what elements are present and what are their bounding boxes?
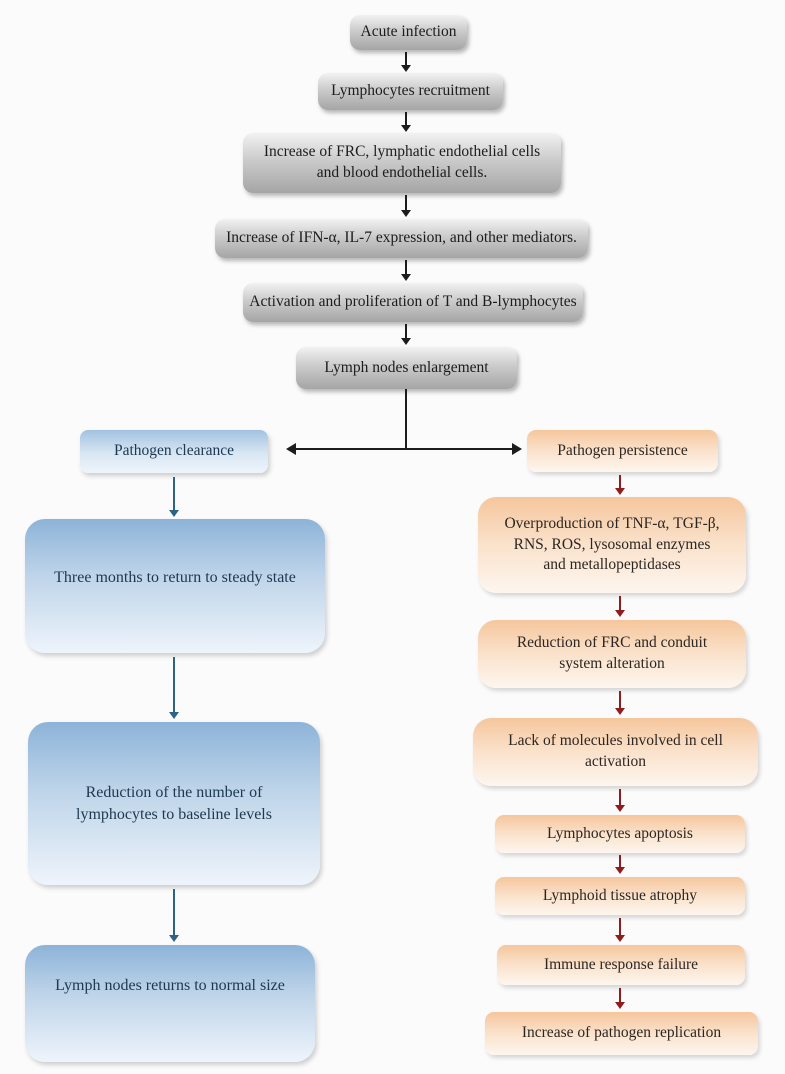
flow-node-lymphoid-tissue-atrophy: Lymphoid tissue atrophy (495, 877, 745, 915)
flow-node-increase-pathogen-replication: Increase of pathogen replication (485, 1012, 758, 1055)
down-arrow (401, 324, 411, 345)
down-arrow (615, 475, 625, 495)
branch-vertical-line (405, 389, 407, 449)
flow-node-pathogen-clearance: Pathogen clearance (80, 430, 268, 473)
flow-node-lack-of-molecules: Lack of molecules involved in cell activ… (473, 718, 758, 786)
down-arrow (169, 657, 179, 719)
flow-node-lymph-nodes-normal-size: Lymph nodes returns to normal size (25, 945, 315, 1062)
flow-node-activation-proliferation: Activation and proliferation of T and B-… (243, 283, 583, 322)
flow-node-increase-ifn: Increase of IFN-α, IL-7 expression, and … (215, 219, 588, 258)
down-arrow (615, 918, 625, 942)
flow-node-reduction-lymphocytes: Reduction of the number of lymphocytes t… (28, 722, 320, 885)
down-arrow (615, 855, 625, 874)
flow-node-three-months: Three months to return to steady state (25, 519, 325, 653)
down-arrow (401, 52, 411, 72)
down-arrow (169, 477, 179, 517)
right-arrowhead (512, 443, 522, 455)
down-arrow (401, 195, 411, 217)
flow-node-immune-response-failure: Immune response failure (497, 945, 745, 985)
down-arrow (401, 260, 411, 281)
down-arrow (615, 789, 625, 812)
flow-node-lymphocytes-recruitment: Lymphocytes recruitment (318, 73, 503, 110)
flow-node-increase-frc: Increase of FRC, lymphatic endothelial c… (243, 133, 561, 193)
flow-node-acute-infection: Acute infection (350, 15, 467, 50)
flow-node-pathogen-persistence: Pathogen persistence (527, 430, 718, 472)
flow-node-overproduction: Overproduction of TNF-α, TGF-β, RNS, ROS… (478, 497, 746, 593)
down-arrow (615, 988, 625, 1009)
down-arrow (169, 889, 179, 942)
flow-node-lymphocytes-apoptosis: Lymphocytes apoptosis (495, 815, 745, 853)
down-arrow (615, 691, 625, 715)
flow-node-reduction-frc: Reduction of FRC and conduit system alte… (478, 620, 746, 688)
down-arrow (401, 112, 411, 132)
down-arrow (615, 596, 625, 617)
branch-horizontal-line (295, 448, 513, 450)
left-arrowhead (286, 443, 296, 455)
flow-node-lymph-nodes-enlargement: Lymph nodes enlargement (296, 347, 517, 389)
